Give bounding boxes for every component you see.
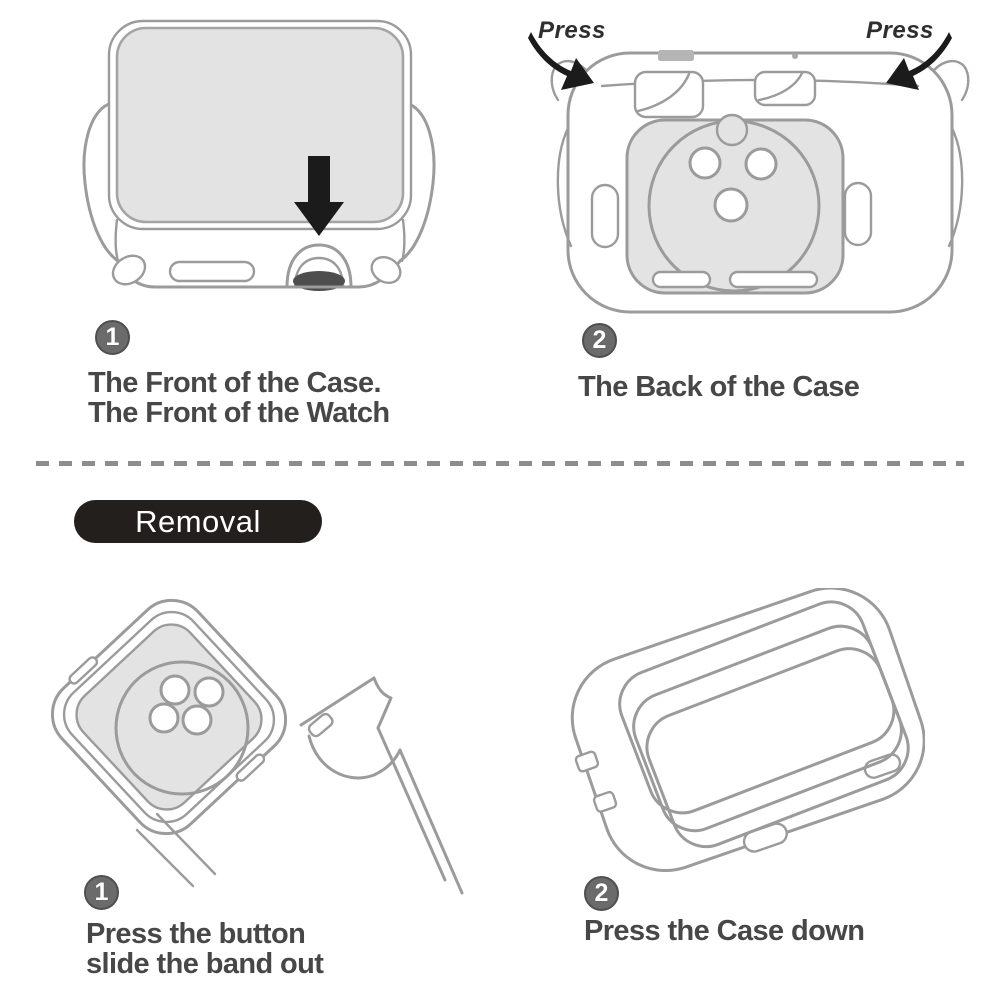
sensor-hole-1 — [159, 674, 191, 706]
band-slot — [168, 260, 256, 283]
sensor-hole-2 — [744, 147, 778, 181]
tool-handle-top — [376, 726, 447, 882]
tool-tip — [372, 676, 393, 730]
case-left-edge — [82, 101, 120, 263]
curved-press-arrow-right-icon — [886, 32, 952, 90]
step1-caption: The Front of the Case. The Front of the … — [88, 367, 390, 429]
watch-screen — [115, 26, 405, 224]
case-top-right-bump — [932, 59, 970, 102]
press-label-right: Press — [866, 17, 934, 44]
band-edge-line-1 — [155, 812, 217, 876]
watch-top-face — [618, 600, 896, 815]
caption-line: The Back of the Case — [578, 371, 860, 403]
pin-dot — [792, 53, 798, 59]
step2-caption: The Back of the Case — [578, 371, 860, 403]
case-bottom-edge — [116, 259, 402, 289]
sensor-hole-1 — [688, 146, 722, 180]
tool-hook — [307, 734, 402, 780]
press-label-left: Press — [538, 17, 606, 44]
band-cutout-left-curve — [636, 72, 691, 113]
edge-slot-bottom — [235, 753, 266, 782]
bottom-slot-left — [651, 270, 712, 289]
case-left-wall — [114, 218, 120, 263]
band-tab — [658, 50, 694, 61]
step-number: 1 — [94, 878, 109, 906]
step-number: 2 — [592, 326, 607, 354]
removal-label-text: Removal — [135, 503, 261, 539]
caption-line: Press the Case down — [584, 915, 865, 947]
band-cutout-right-curve — [757, 71, 804, 102]
sensor-top-notch — [715, 113, 749, 147]
edge-slot-top — [68, 656, 99, 685]
crown-button-outer — [285, 243, 353, 289]
case-right-edge — [398, 101, 436, 263]
caption-line: Press the button — [86, 918, 306, 950]
band-edge-line-2 — [135, 828, 195, 888]
case-right-bump — [863, 753, 902, 779]
sensor-hole-2 — [193, 676, 225, 708]
press-down-arrow-icon — [294, 156, 344, 236]
tool-upper-edge — [299, 676, 376, 727]
dashed-divider — [36, 461, 964, 466]
removal-step1-caption: Press the button slide the band out — [86, 918, 324, 980]
step-badge: 1 — [95, 320, 130, 355]
right-lug-loop — [370, 255, 402, 285]
band-release-button — [307, 712, 334, 738]
caption-line: The Front of the Case. — [88, 367, 382, 399]
removal-section-label: Removal — [74, 500, 322, 543]
sensor-disc — [114, 660, 250, 796]
sensor-hole-4 — [181, 704, 213, 736]
curved-press-arrow-left-icon — [528, 32, 594, 90]
side-slot-left — [590, 183, 620, 249]
left-lug-loop — [111, 254, 147, 286]
side-slot-right — [843, 181, 873, 247]
tilted-watch — [618, 600, 910, 849]
case-right-wall-line — [947, 126, 964, 248]
case-right-wall — [400, 218, 406, 263]
crown-button-inner — [293, 256, 345, 289]
band-removal-illustration — [50, 598, 464, 895]
case-press-down-illustration — [570, 588, 925, 873]
band-removal-tool — [135, 676, 464, 895]
caption-line: slide the band out — [86, 948, 324, 980]
sensor-hole-3 — [713, 187, 749, 223]
case-notch-2 — [592, 790, 618, 813]
sensor-hole-3 — [148, 702, 180, 734]
watch-back-illustration — [528, 32, 970, 314]
step-number: 2 — [594, 879, 609, 907]
caption-line: The Front of the Watch — [88, 397, 390, 429]
step-badge: 2 — [584, 876, 619, 911]
tool-handle-bottom — [398, 748, 464, 895]
bottom-slot-right — [728, 270, 819, 289]
case-left-wall-line — [556, 126, 573, 248]
step-number: 1 — [105, 323, 120, 351]
step-badge: 1 — [84, 875, 119, 910]
step-badge: 2 — [582, 323, 617, 358]
case-notch-1 — [574, 750, 600, 773]
removal-step2-caption: Press the Case down — [584, 915, 865, 947]
watch-front-illustration — [82, 19, 436, 291]
